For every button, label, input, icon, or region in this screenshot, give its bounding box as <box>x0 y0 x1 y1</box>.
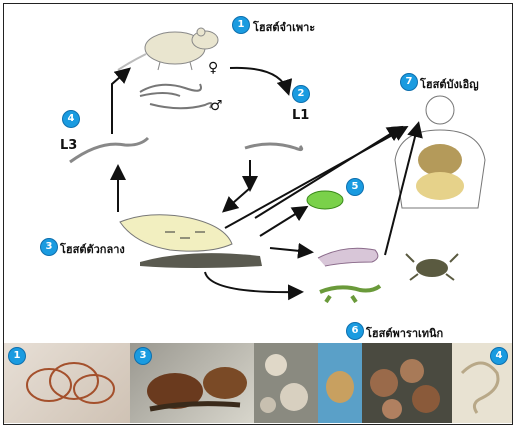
badge-4: 4 <box>62 110 80 128</box>
female-symbol: ♀ <box>208 60 218 76</box>
stage-l1: L1 <box>292 108 309 123</box>
label-definitive-host: โฮสต์จำเพาะ <box>253 18 315 36</box>
snail-illustration <box>120 215 262 268</box>
badge-3: 3 <box>40 238 58 256</box>
rat-illustration <box>118 28 218 70</box>
lizard-illustration <box>320 286 380 302</box>
l1-larva <box>245 144 302 150</box>
photo-badge-3: 3 <box>134 347 152 365</box>
human-illustration <box>395 96 485 208</box>
photo-apple-snails <box>362 343 452 423</box>
photo-l3-larva: 4 <box>452 343 512 423</box>
badge-7: 7 <box>400 73 418 91</box>
shrimp-illustration <box>318 248 378 266</box>
label-paratenic-host: โฮสต์พาราเทนิก <box>366 324 443 342</box>
badge-2: 2 <box>292 85 310 103</box>
badge-5: 5 <box>346 178 364 196</box>
photo-giant-african-snails: 3 <box>130 343 254 423</box>
label-accidental-host: โฮสต์บังเอิญ <box>420 75 479 93</box>
photo-snail-blue-bg <box>318 343 362 423</box>
label-intermediate-host: โฮสต์ตัวกลาง <box>60 240 125 258</box>
lettuce-illustration <box>307 191 343 209</box>
stage-l3: L3 <box>60 138 77 153</box>
badge-6: 6 <box>346 322 364 340</box>
photo-adult-worms: 1 <box>4 343 130 423</box>
l3-larva <box>70 138 148 162</box>
crab-illustration <box>406 254 458 280</box>
photo-badge-4: 4 <box>490 347 508 365</box>
adult-worms <box>140 84 212 108</box>
photo-badge-1: 1 <box>8 347 26 365</box>
male-symbol: ♂ <box>210 98 223 114</box>
photo-snails-on-gravel <box>254 343 318 423</box>
badge-1: 1 <box>232 16 250 34</box>
photo-strip: 1 3 4 <box>4 343 512 423</box>
